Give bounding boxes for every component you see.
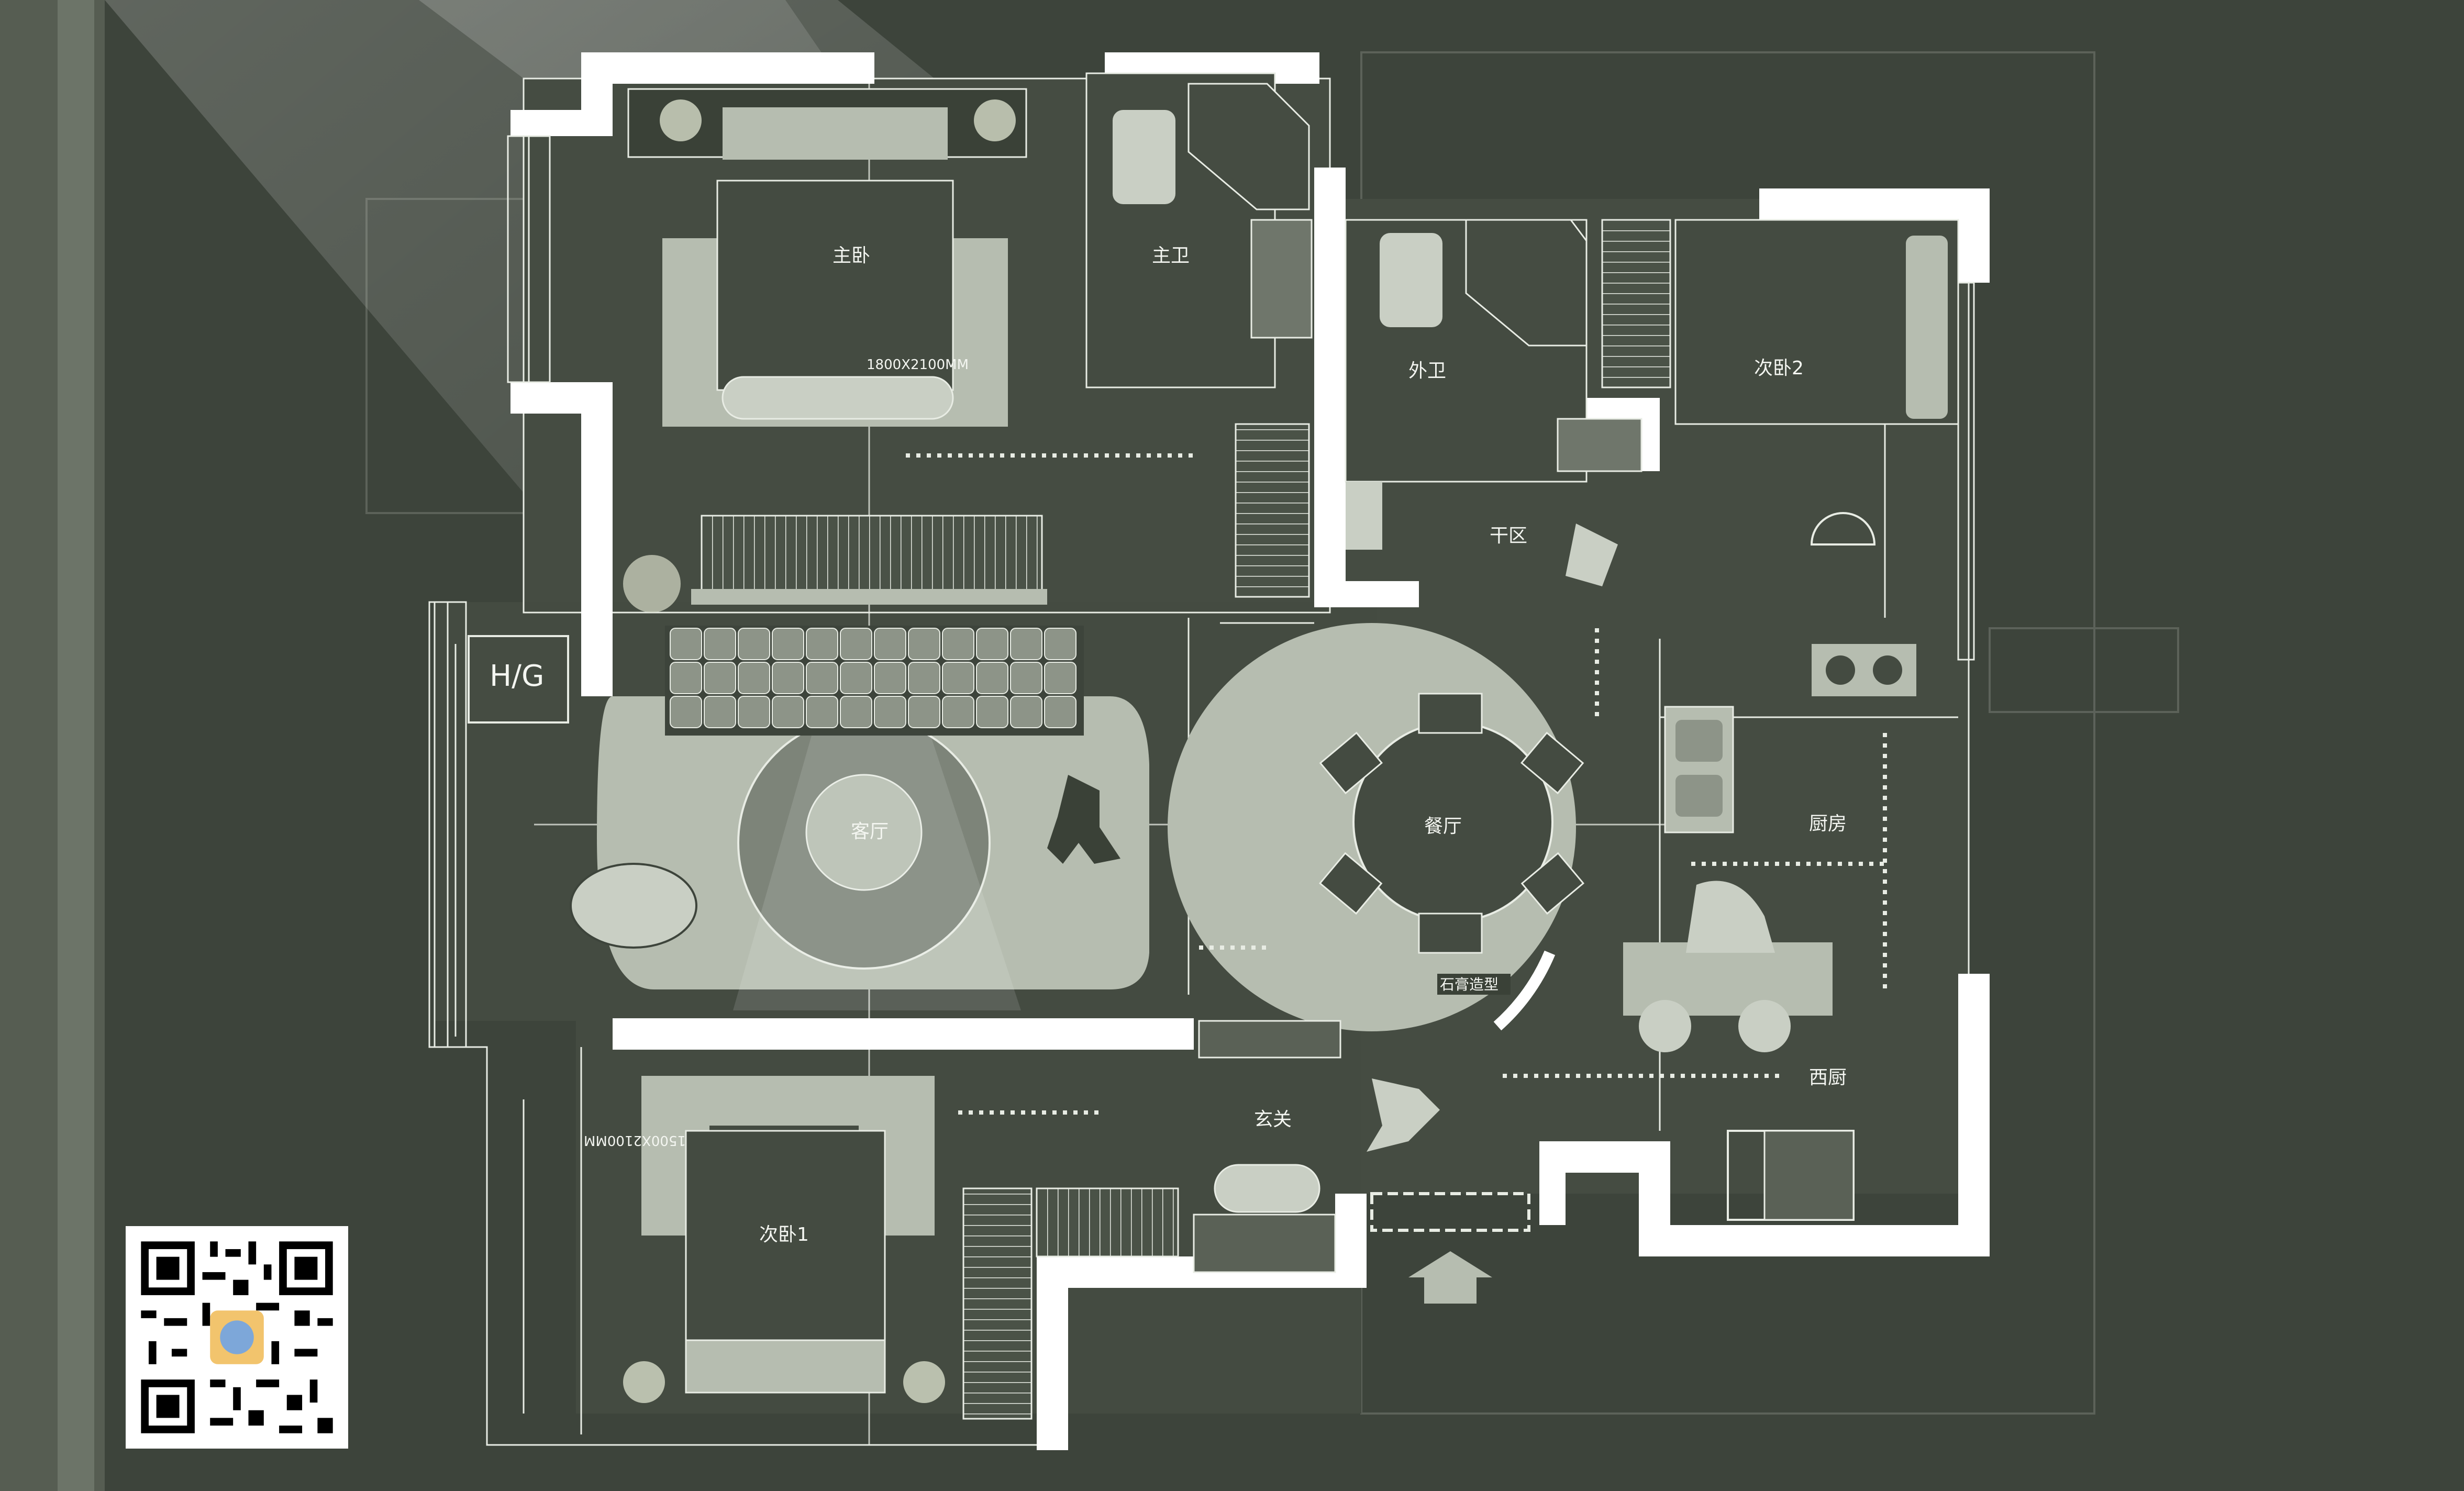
room-label-living-room: 客厅 [851,821,889,842]
room-label-guest-bath: 外卫 [1408,360,1446,382]
room-label-western-kitchen: 西厨 [1809,1067,1847,1088]
person-icon [1566,524,1618,586]
foyer: 玄关 [958,1020,1530,1420]
person-icon [1686,881,1775,953]
wardrobe [701,515,1043,595]
qr-code[interactable] [126,1226,348,1449]
room-label-dry-area: 干区 [1490,525,1527,547]
room-label-bedroom-1: 次卧1 [759,1224,809,1245]
bar-stool [1738,1000,1791,1052]
room-label-bedroom-2: 次卧2 [1754,358,1804,379]
dining-room: 石膏造型 餐厅 [1168,623,1599,1031]
ceiling-light-icon [903,1361,945,1403]
room-label-kitchen: 厨房 [1809,813,1847,834]
bedroom-2: 次卧2 [1674,219,1959,696]
entry-door [1370,1192,1530,1232]
bar-stool [1639,1000,1691,1052]
bedroom-1: 次卧1 1500X2100MM [584,1076,945,1403]
thin-walls [434,73,1970,1446]
room-label-dining-room: 餐厅 [1424,816,1462,837]
hg-label-left: H/G [490,659,544,693]
desk [1906,236,1948,419]
lounge-chair [570,863,697,949]
shoe-cabinet [1036,1187,1179,1258]
guest-bath: 外卫 [1345,219,1642,550]
room-label-master-bedroom: 主卧 [833,245,870,266]
master-bath: 主卫 [1085,72,1313,598]
plant-icon [623,555,681,613]
ceiling-light-icon [974,99,1016,141]
bench [1214,1164,1320,1213]
toilet-icon [1113,110,1175,204]
person-icon [1367,1078,1440,1152]
toilet-icon [1380,233,1442,327]
ceiling-light-icon [623,1361,665,1403]
room-label-foyer: 玄关 [1254,1109,1292,1130]
gypsum-label: 石膏造型 [1440,976,1499,993]
toy-icon [1047,775,1120,864]
bed-size-master: 1800X2100MM [867,357,969,373]
shower-icon [1250,219,1313,339]
bed-size-b1: 1500X2100MM [584,1132,686,1148]
left-band-highlight [58,0,94,1491]
kitchen: 厨房 西厨 [1503,706,1887,1221]
shower-icon [1557,418,1642,472]
entry-arrow-icon [1408,1251,1492,1304]
ceiling-light-icon [660,99,702,141]
room-label-master-bath: 主卫 [1152,245,1190,266]
windows [428,135,1975,1048]
sink-icon [1346,482,1382,550]
master-bedroom: 主卧 1800X2100MM [623,88,1194,613]
qr-code-icon [126,1226,348,1449]
living-room: H/G 客厅 [468,626,1149,1010]
dry-area: 干区 [1490,219,1671,586]
